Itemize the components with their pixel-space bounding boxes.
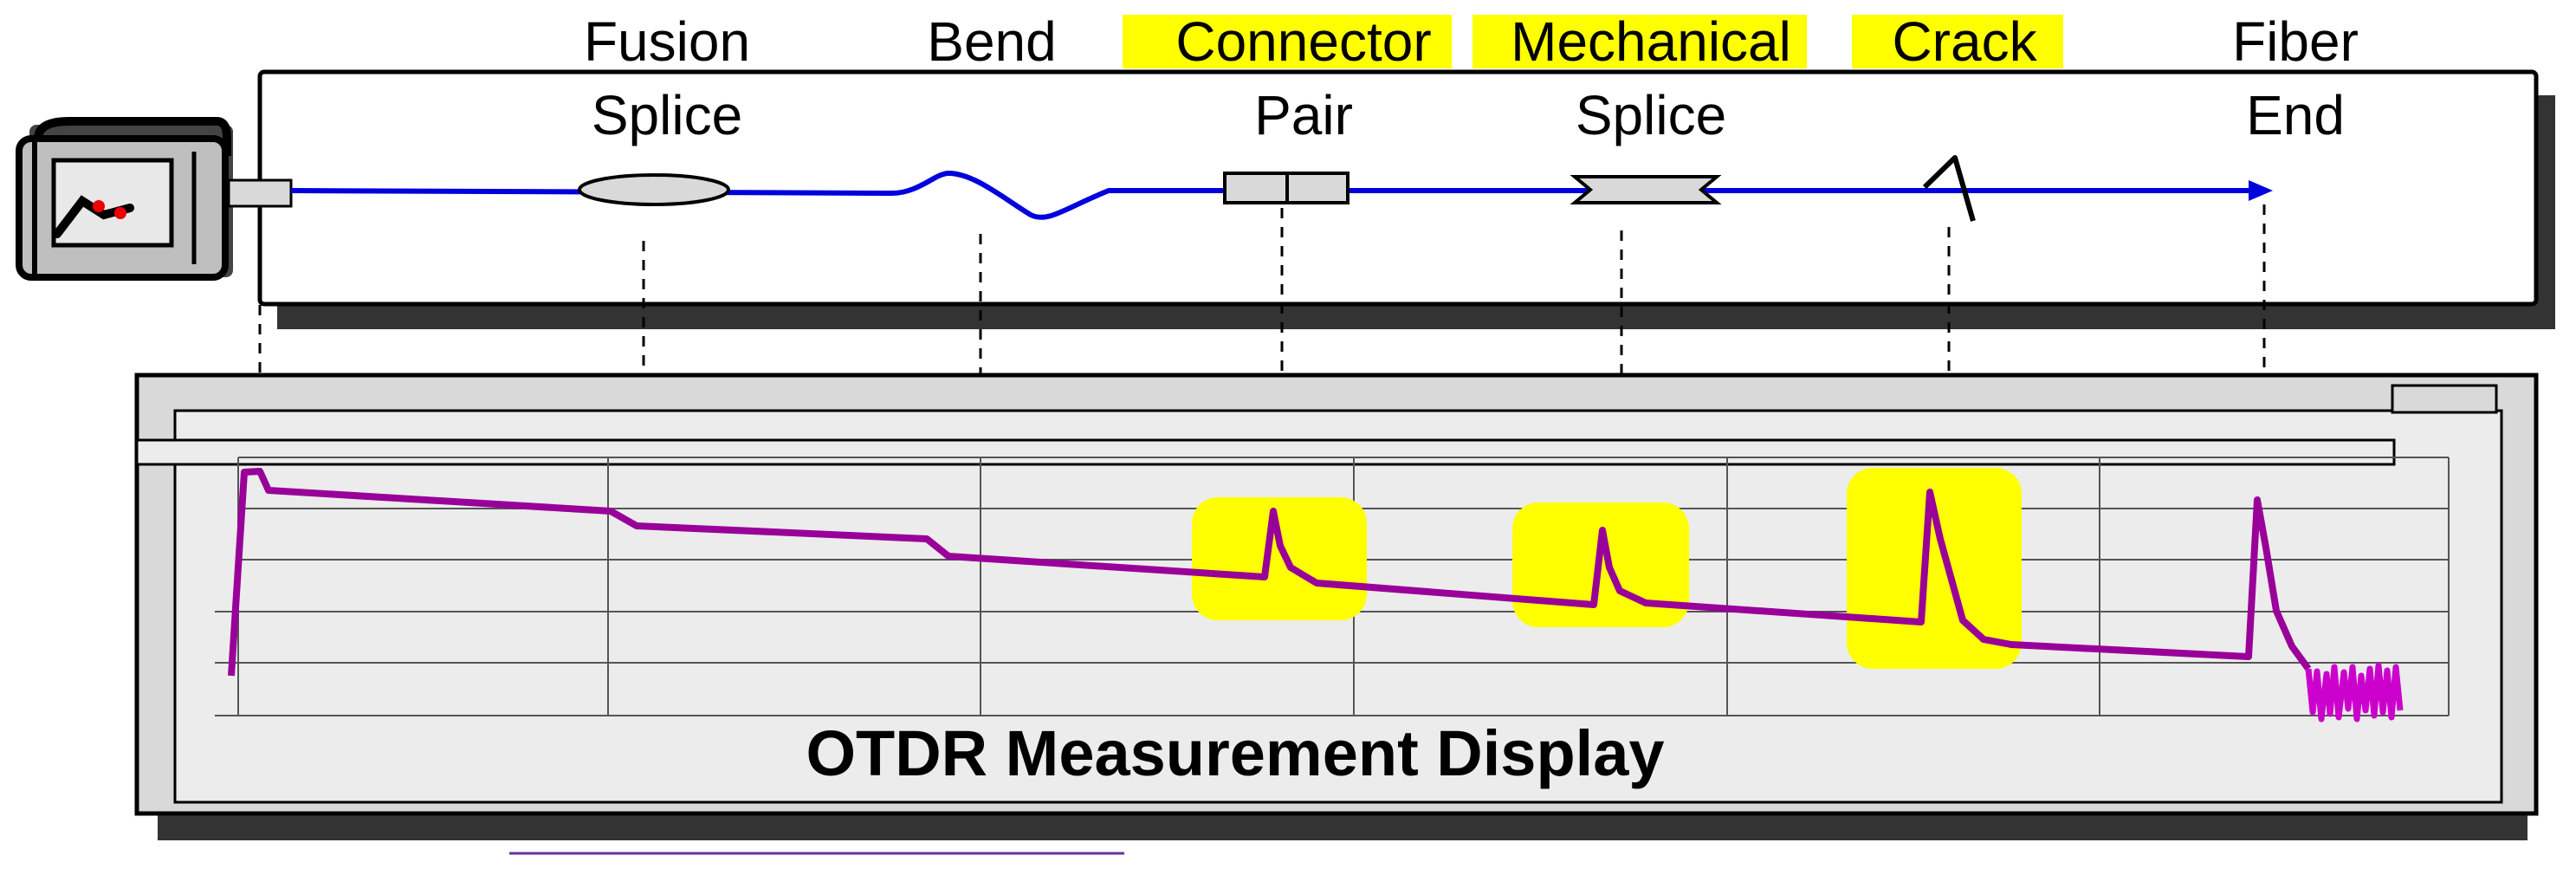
connector-label-highlight: [1123, 15, 1452, 68]
instrument-screen: [51, 158, 174, 248]
instrument-handle: [34, 117, 231, 156]
fiber-end-label-line2: End: [2246, 84, 2345, 146]
display-header-bar: [135, 438, 2396, 466]
crack-label-highlight: [1852, 15, 2063, 68]
mechanical-splice-label-line2: Splice: [1576, 84, 1726, 146]
connector-pair-label-line2: Pair: [1254, 84, 1353, 146]
fusion-splice-symbol: [578, 173, 730, 206]
fiber-line: [290, 170, 2259, 220]
fiber-end-label-line1: Fiber: [2232, 10, 2359, 73]
bend-label: Bend: [927, 10, 1056, 73]
mechanical-label-highlight: [1472, 15, 1807, 68]
fiber-port: [227, 178, 293, 208]
otdr-instrument: [16, 117, 233, 281]
mechanical-splice-label-line1: Mechanical: [1511, 10, 1791, 73]
connector-pair-symbol: [1223, 172, 1349, 204]
display-title: OTDR Measurement Display: [806, 717, 1664, 789]
crack-label: Crack: [1892, 10, 2037, 73]
fiber-end-arrowhead: [2249, 180, 2273, 201]
instrument-indicator-led-2: [114, 207, 126, 219]
fusion-splice-label-line2: Splice: [592, 84, 742, 146]
alignment-guides: [258, 204, 2266, 374]
end-noise: [2305, 662, 2404, 723]
display-corner-box: [2391, 384, 2498, 414]
connector-pair-label-line1: Connector: [1175, 10, 1431, 73]
crack-symbol: [1922, 155, 1976, 222]
connector-event-highlight: [1192, 497, 1367, 620]
otdr-trace: [228, 468, 2312, 677]
mechanical-splice-symbol: [1570, 175, 1722, 204]
fusion-splice-label-line1: Fusion: [584, 10, 750, 73]
instrument-indicator-led-1: [93, 200, 105, 212]
